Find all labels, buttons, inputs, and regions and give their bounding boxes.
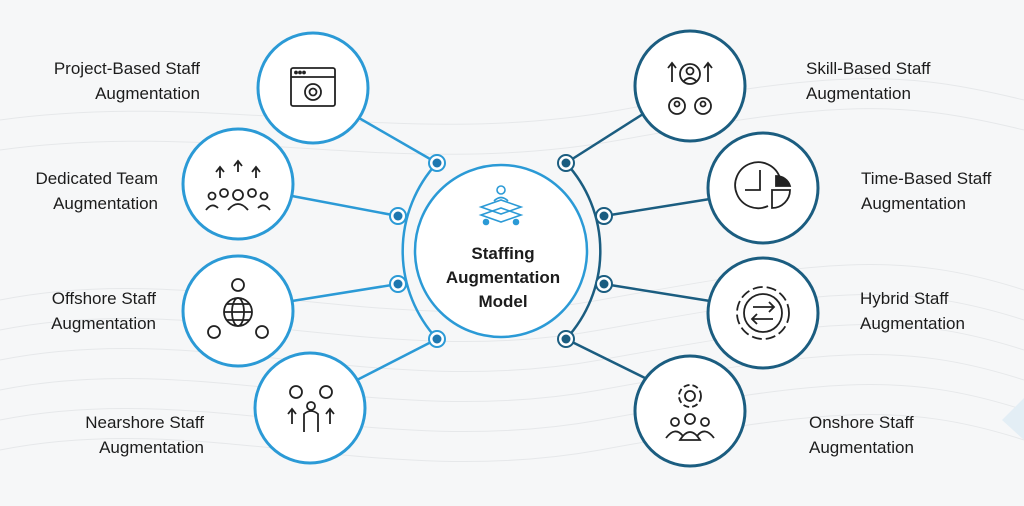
- center-title-line-2: Augmentation: [445, 268, 561, 287]
- gear-team-icon: [665, 384, 715, 441]
- left-node-4: [253, 351, 367, 465]
- skill-upgrade-icon: [667, 61, 713, 115]
- global-network-icon: [207, 278, 269, 339]
- people-exchange-icon: [287, 385, 335, 432]
- right-dots: [557, 154, 613, 348]
- right-node-4: [633, 354, 747, 468]
- background-texture: [0, 78, 1024, 463]
- center-title-line-3: Model: [478, 292, 528, 311]
- label-line-1: Offshore Staff: [51, 289, 156, 308]
- left-dots: [389, 154, 446, 348]
- gear-exchange-icon: [736, 286, 790, 340]
- label-offshore: Offshore Staff Augmentation: [51, 286, 156, 336]
- left-node-1: [256, 31, 370, 145]
- label-line-2: Augmentation: [861, 194, 966, 213]
- label-line-2: Augmentation: [95, 84, 200, 103]
- label-line-1: Skill-Based Staff: [806, 59, 931, 78]
- label-line-2: Augmentation: [53, 194, 158, 213]
- label-dedicated-team: Dedicated Team Augmentation: [35, 166, 158, 216]
- label-line-1: Onshore Staff: [809, 413, 914, 432]
- center-arc-right: [565, 162, 602, 340]
- right-node-1: [633, 29, 747, 143]
- left-node-3: [181, 254, 295, 368]
- layered-pyramid-people-icon: [478, 185, 524, 226]
- label-line-2: Augmentation: [51, 314, 156, 333]
- label-line-1: Hybrid Staff: [860, 289, 949, 308]
- label-line-1: Nearshore Staff: [85, 413, 204, 432]
- label-nearshore: Nearshore Staff Augmentation: [85, 410, 204, 460]
- label-skill-based: Skill-Based Staff Augmentation: [806, 56, 930, 106]
- center-title-line-1: Staffing: [471, 244, 535, 263]
- team-growth-icon: [205, 159, 271, 211]
- center-arc-left: [401, 162, 438, 340]
- corner-accent: [1002, 398, 1024, 440]
- label-line-1: Time-Based Staff: [861, 169, 992, 188]
- clock-chart-icon: [734, 161, 792, 210]
- right-connectors: [565, 112, 711, 380]
- right-node-2: [706, 131, 820, 245]
- label-line-2: Augmentation: [860, 314, 965, 333]
- label-line-2: Augmentation: [806, 84, 911, 103]
- center-title: Staffing Augmentation Model: [428, 242, 578, 314]
- label-line-2: Augmentation: [99, 438, 204, 457]
- left-node-2: [181, 127, 295, 241]
- label-hybrid: Hybrid Staff Augmentation: [860, 286, 965, 336]
- browser-gear-icon: [290, 67, 336, 107]
- label-onshore: Onshore Staff Augmentation: [809, 410, 914, 460]
- label-line-1: Dedicated Team: [35, 169, 158, 188]
- center-node: [413, 163, 589, 339]
- label-line-1: Project-Based Staff: [53, 59, 200, 78]
- left-connectors: [291, 116, 438, 383]
- label-time-based: Time-Based Staff Augmentation: [861, 166, 991, 216]
- label-line-2: Augmentation: [809, 438, 914, 457]
- right-node-3: [706, 256, 820, 370]
- label-project-based: Project-Based Staff Augmentation: [54, 56, 200, 106]
